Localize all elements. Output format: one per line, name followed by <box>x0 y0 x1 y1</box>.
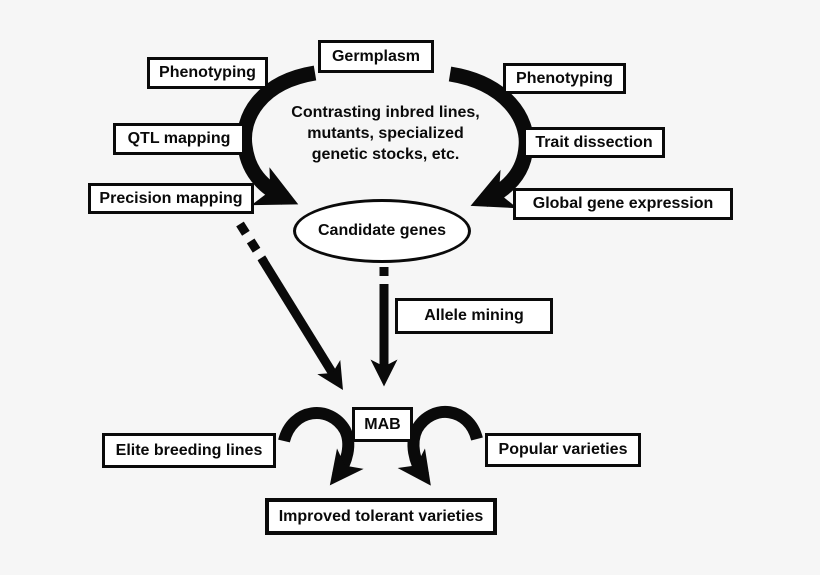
curl-elite-to-improved <box>278 407 364 486</box>
central-note-line: mutants, specialized <box>307 125 464 142</box>
node-qtl-mapping: QTL mapping <box>113 123 245 155</box>
node-phenotyping-right: Phenotyping <box>503 63 626 94</box>
arrow-precision-to-mab-dashed <box>236 221 268 265</box>
node-allele-mining: Allele mining <box>395 298 553 334</box>
node-trait-dissection: Trait dissection <box>523 127 665 158</box>
node-mab: MAB <box>352 407 413 442</box>
central-note-line: genetic stocks, etc. <box>311 146 460 163</box>
node-global-gene-expression: Global gene expression <box>513 188 733 220</box>
node-popular-varieties: Popular varieties <box>485 433 641 467</box>
node-germplasm: Germplasm <box>318 40 434 73</box>
curl-popular-to-improved <box>397 405 483 486</box>
arrow-precision-to-mab <box>258 256 343 391</box>
central-note-line: Contrasting inbred lines, <box>291 104 480 121</box>
node-elite-breeding-lines: Elite breeding lines <box>102 433 276 468</box>
node-candidate-genes: Candidate genes <box>293 199 471 263</box>
central-note: Contrasting inbred lines, mutants, speci… <box>258 102 513 165</box>
node-precision-mapping: Precision mapping <box>88 183 254 214</box>
node-improved-tolerant-varieties: Improved tolerant varieties <box>265 498 497 535</box>
node-phenotyping-left: Phenotyping <box>147 57 268 89</box>
